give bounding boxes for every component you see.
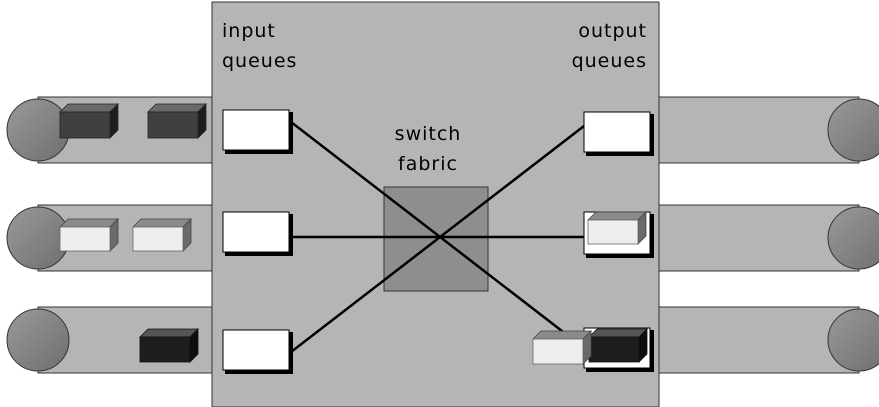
fabric-connections [290,121,585,353]
packet-light-waiting [532,330,592,365]
input-queue-2 [222,211,293,256]
output-queues-label-line2: queues [572,50,647,72]
connection-input3-output1 [290,125,585,353]
output-conveyor-1 [658,96,860,164]
packet-light [59,218,119,252]
output-roller-2 [827,206,879,270]
switch-fabric-label-line1: switch [395,123,462,145]
output-roller-3 [827,308,879,372]
output-packets [532,211,648,365]
output-conveyors [658,96,879,374]
input-queue-1 [222,109,293,154]
input-queues-label-line2: queues [222,50,297,72]
output-conveyor-3 [658,306,860,374]
packet-light [587,211,647,245]
packet-dark [59,103,119,139]
input-queues-label-line1: input [222,20,276,42]
input-queues [222,109,293,374]
packet-black [588,328,648,363]
switch-fabric-label-line2: fabric [398,153,458,175]
input-roller-3 [6,308,70,372]
output-conveyor-2 [658,204,860,272]
input-queue-3 [222,329,293,374]
input-packets [59,103,207,363]
packet-dark [147,103,207,139]
packet-light [132,218,192,252]
output-queues-label-line1: output [578,20,647,42]
packet-black [139,328,199,363]
connection-input1-output3 [290,121,585,349]
output-roller-1 [827,98,879,162]
output-queue-1 [583,111,654,156]
